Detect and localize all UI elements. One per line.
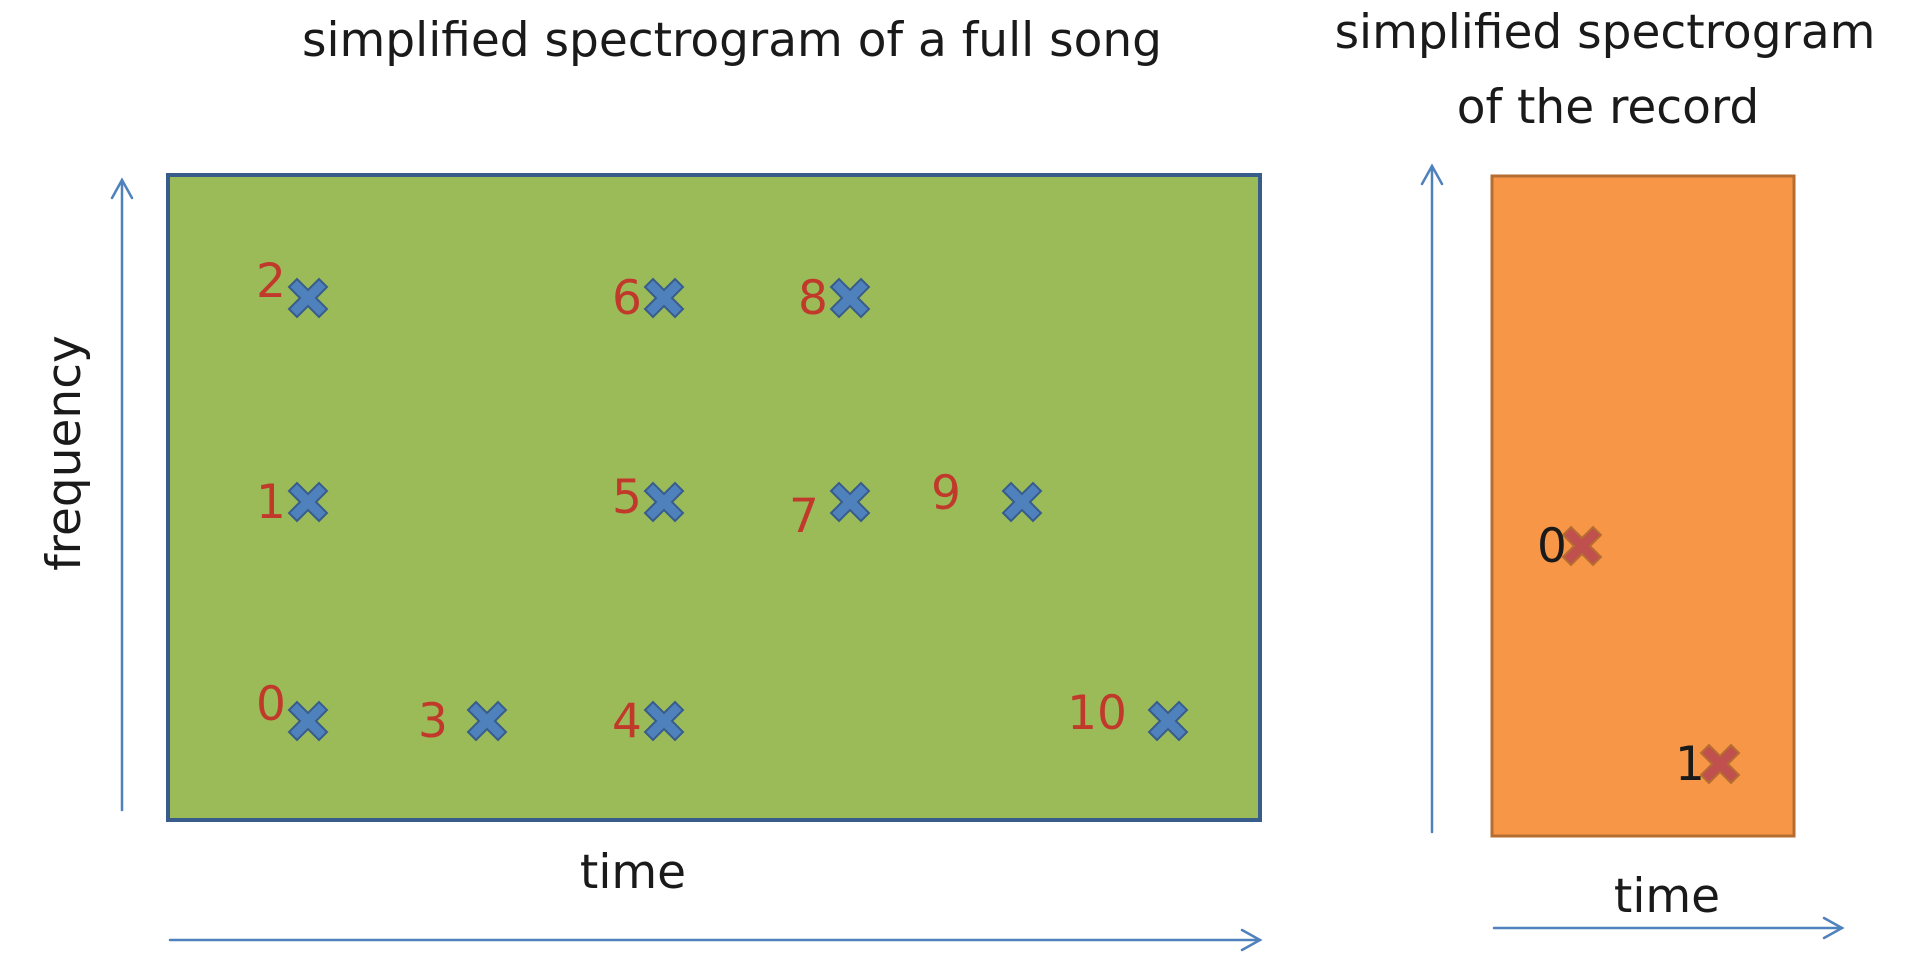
song-time-axis-arrow [168, 928, 1263, 952]
record-peak-label-0: 0 [1537, 519, 1567, 574]
record-peak-label-1: 1 [1675, 737, 1705, 792]
record-spectrogram-area [1490, 174, 1796, 838]
record-panel-title-line2: of the record [1457, 80, 1759, 135]
song-spectrogram-panel: simplified spectrogram of a full song fr… [37, 13, 1263, 952]
record-time-axis-arrow [1492, 916, 1845, 940]
song-peak-label-2: 2 [256, 254, 286, 309]
record-spectrogram-panel: simplified spectrogram of the record 01 … [1335, 5, 1876, 940]
song-peak-label-9: 9 [931, 466, 961, 521]
song-peak-points: 0 1 2 3 4 5 6 7 8 9 10 [256, 254, 1188, 749]
song-peak-label-4: 4 [612, 694, 642, 749]
song-peak-label-3: 3 [418, 694, 448, 749]
song-peak-label-1: 1 [256, 475, 286, 530]
song-frequency-axis-arrow [110, 177, 134, 812]
song-peak-label-5: 5 [612, 470, 642, 525]
song-peak-label-6: 6 [612, 271, 642, 326]
record-peak-points: 01 [1537, 519, 1740, 792]
record-frequency-axis-arrow [1420, 163, 1444, 834]
song-spectrogram-area [166, 173, 1262, 822]
record-panel-title-line1: simplified spectrogram [1335, 5, 1876, 60]
song-peak-label-0: 0 [256, 677, 286, 732]
song-time-axis-label: time [580, 845, 686, 900]
song-frequency-axis-label: frequency [37, 335, 92, 571]
song-peak-label-7: 7 [789, 489, 819, 544]
song-peak-label-10: 10 [1067, 686, 1127, 741]
song-panel-title: simplified spectrogram of a full song [302, 13, 1162, 68]
song-peak-label-8: 8 [798, 271, 828, 326]
record-time-axis-label: time [1614, 869, 1720, 924]
